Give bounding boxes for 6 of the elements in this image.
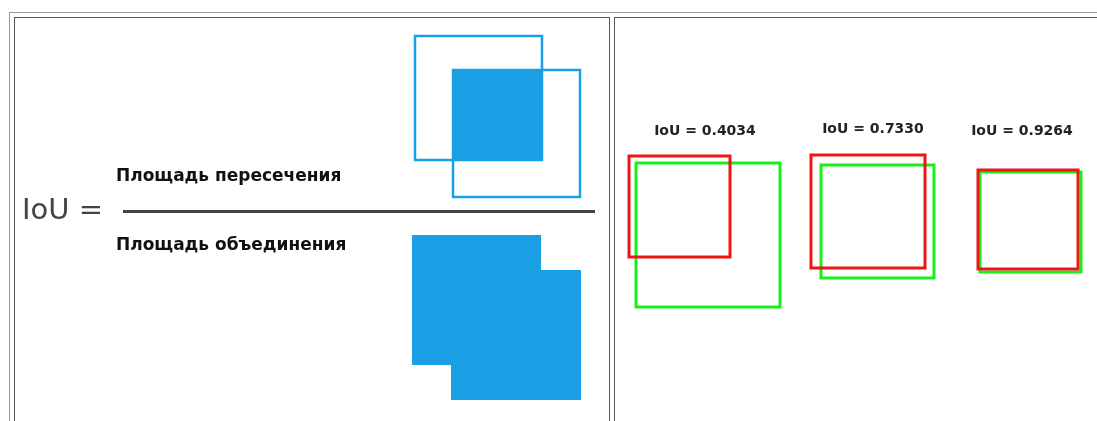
iou-value-label: IoU = 0.7330 [822,120,924,136]
formula-label: IoU = [22,192,104,226]
iou-value-label: IoU = 0.4034 [654,122,756,138]
iou-value-label: IoU = 0.9264 [971,122,1073,138]
denominator-text: Площадь объединения [116,234,347,254]
numerator-text: Площадь пересечения [116,165,342,185]
